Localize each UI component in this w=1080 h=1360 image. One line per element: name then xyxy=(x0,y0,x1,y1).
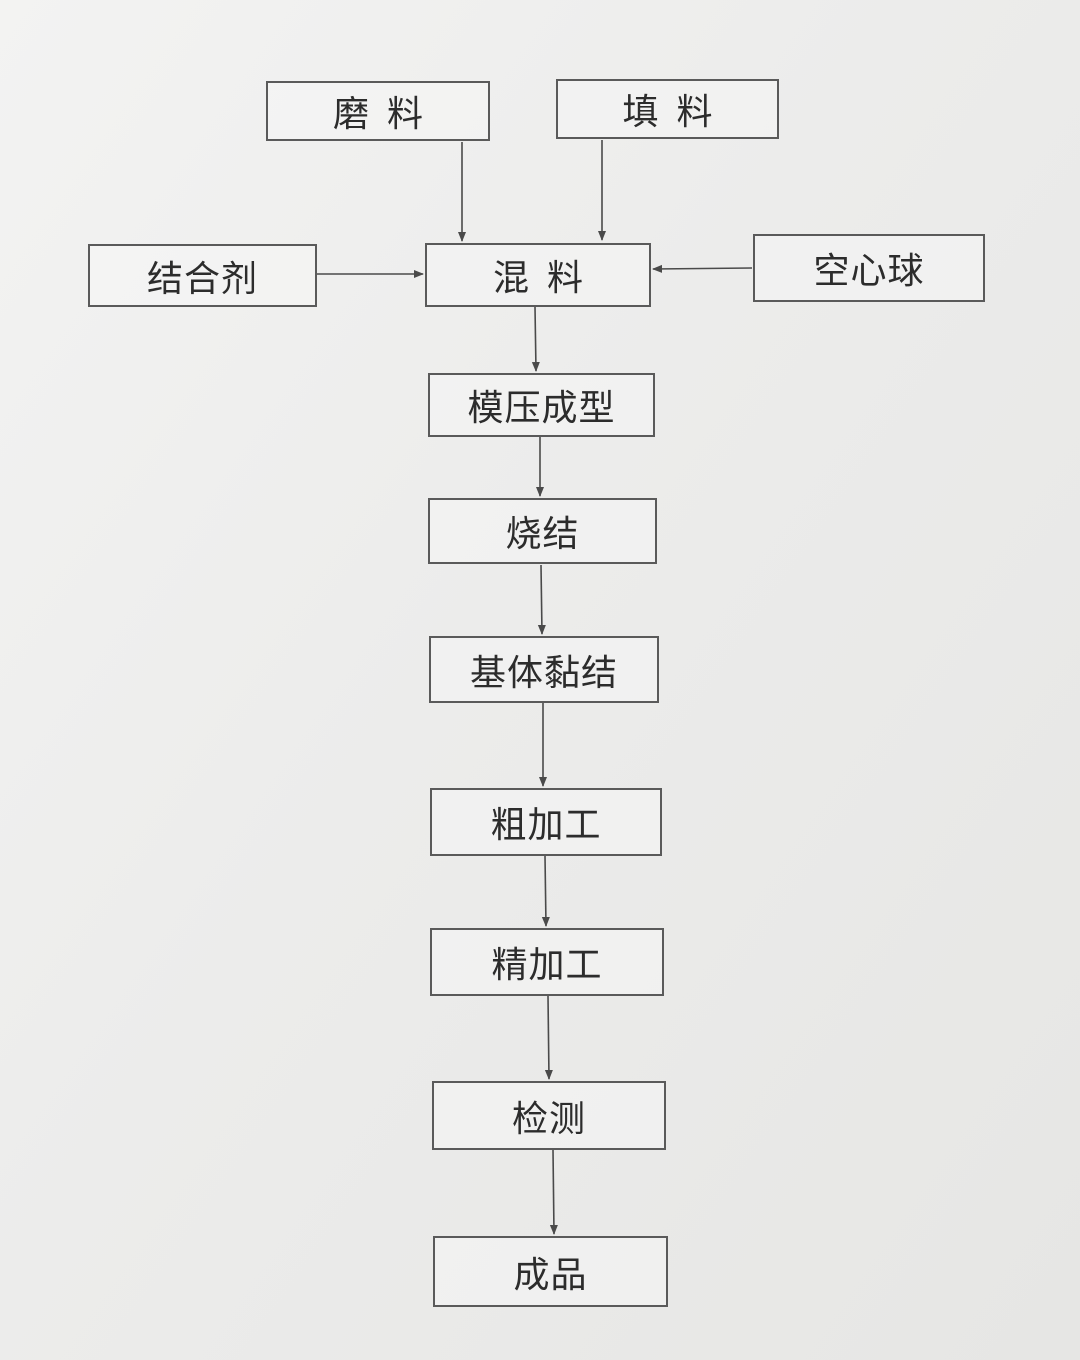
arrow-rough-to-finish xyxy=(541,855,550,927)
node-matrix-bonding: 基体黏结 xyxy=(429,636,659,703)
node-sintering: 烧结 xyxy=(428,498,657,564)
arrow-sintering-to-bonding xyxy=(537,564,546,635)
node-abrasive: 磨料 xyxy=(266,81,490,141)
node-finished-product: 成品 xyxy=(433,1236,668,1307)
node-finish-machining: 精加工 xyxy=(430,928,664,996)
arrow-inspection-to-product xyxy=(549,1149,558,1235)
node-binder: 结合剂 xyxy=(88,244,317,307)
node-mixing: 混料 xyxy=(425,243,651,307)
node-rough-machining: 粗加工 xyxy=(430,788,662,856)
arrow-mixing-to-molding xyxy=(531,306,540,372)
arrow-hollow-sphere-to-mixing xyxy=(652,264,753,273)
node-hollow-sphere: 空心球 xyxy=(753,234,985,302)
arrow-finish-to-inspection xyxy=(544,995,553,1080)
node-filler: 填料 xyxy=(556,79,779,139)
node-inspection: 检测 xyxy=(432,1081,666,1150)
node-molding: 模压成型 xyxy=(428,373,655,437)
